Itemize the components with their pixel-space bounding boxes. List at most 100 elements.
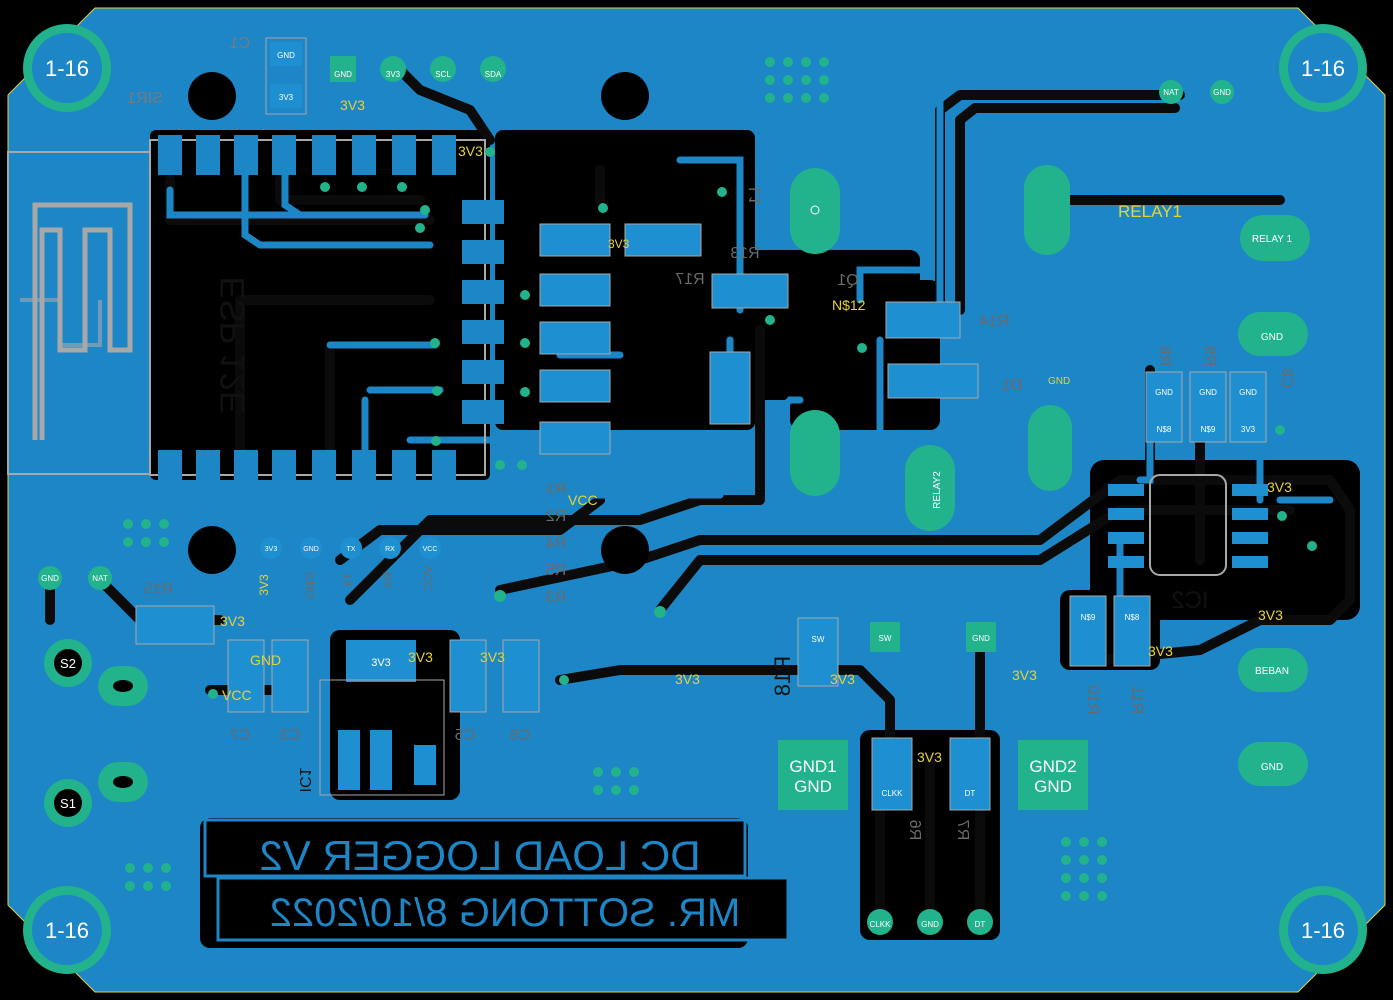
- r6-r7: [797, 617, 991, 811]
- svg-text:3V3: 3V3: [608, 237, 630, 251]
- right-resistor-text: GND N$8 GND N$9 GND 3V3 N$9 N$8: [1081, 388, 1257, 622]
- svg-text:C2: C2: [230, 727, 251, 744]
- right-resistors: [1069, 371, 1267, 667]
- svg-text:R2: R2: [546, 508, 567, 525]
- svg-text:GND: GND: [303, 546, 319, 553]
- svg-text:R3: R3: [546, 589, 567, 606]
- ic2: IC2: [1108, 474, 1268, 614]
- drill-holes: [188, 72, 649, 574]
- svg-text:C6: C6: [510, 727, 531, 744]
- svg-text:3V3: 3V3: [480, 649, 505, 665]
- resistor-column: [539, 223, 979, 455]
- svg-text:NAT: NAT: [92, 574, 108, 583]
- gnd-big-pads: GND1 GND GND2 GND: [778, 740, 1088, 810]
- svg-text:3V3: 3V3: [265, 546, 278, 553]
- svg-text:R5: R5: [546, 562, 567, 579]
- c1-pin: GND: [277, 51, 295, 60]
- svg-text:R11: R11: [1128, 686, 1145, 714]
- capacitor-c1: GND 3V3 C1: [230, 35, 307, 115]
- svg-text:GND: GND: [1261, 332, 1283, 343]
- svg-text:R10: R10: [1084, 685, 1101, 714]
- svg-text:N$9: N$9: [1081, 613, 1096, 622]
- svg-text:3V3: 3V3: [675, 671, 700, 687]
- ic1: 3V3 IC1: [296, 640, 445, 796]
- esp-module: ESP 12E SIR1: [127, 90, 504, 490]
- svg-text:GND: GND: [41, 574, 59, 583]
- svg-text:SW: SW: [812, 635, 825, 644]
- svg-text:RX: RX: [385, 546, 395, 553]
- sw-pads: SW GND: [870, 622, 996, 652]
- svg-text:GND: GND: [1155, 388, 1173, 397]
- uart-silk: 3V3 GND TX RX VCC: [257, 565, 435, 598]
- switch-label: S2: [60, 656, 76, 671]
- svg-text:R15: R15: [143, 581, 172, 598]
- board-title: DC LOAD LOGGER V2: [259, 832, 700, 879]
- svg-text:VCC: VCC: [421, 565, 435, 591]
- svg-text:SW: SW: [879, 634, 892, 643]
- svg-text:3V3: 3V3: [257, 574, 271, 596]
- svg-text:3V3: 3V3: [220, 613, 245, 629]
- c1-pin: 3V3: [279, 93, 294, 102]
- svg-text:DT: DT: [965, 789, 976, 798]
- svg-text:GND: GND: [303, 572, 317, 599]
- svg-text:GND: GND: [1261, 762, 1283, 773]
- r6-r7-text: CLKK DT SW: [812, 635, 976, 798]
- svg-text:TX: TX: [341, 572, 355, 587]
- mount-hole-tr: 1-16: [1279, 24, 1367, 112]
- svg-text:R9: R9: [1201, 346, 1218, 367]
- svg-text:3V3: 3V3: [458, 143, 483, 159]
- copper-traces: [166, 96, 1334, 704]
- svg-text:R4: R4: [546, 535, 567, 552]
- switch-label: S1: [60, 796, 76, 811]
- svg-text:R18: R18: [770, 656, 795, 696]
- svg-text:D1: D1: [1002, 377, 1023, 394]
- svg-text:R6: R6: [906, 820, 923, 841]
- relay1-pin2: RELAY 1: [1252, 234, 1293, 245]
- svg-text:VCC: VCC: [222, 687, 252, 703]
- svg-text:3V3: 3V3: [371, 657, 391, 669]
- svg-text:N$8: N$8: [1157, 425, 1172, 434]
- top-header-pin: GND: [334, 70, 352, 79]
- svg-text:C5: C5: [455, 727, 476, 744]
- antenna: [7, 151, 151, 475]
- svg-text:CLKK: CLKK: [882, 789, 904, 798]
- svg-text:DT: DT: [975, 920, 986, 929]
- svg-text:CLKK: CLKK: [870, 920, 892, 929]
- svg-text:R7: R7: [954, 820, 971, 841]
- svg-text:3V3: 3V3: [408, 649, 433, 665]
- svg-text:VCC: VCC: [568, 492, 598, 508]
- mount-hole-label: 1-16: [45, 918, 89, 943]
- board-author: MR. SOTTONG 8/10/2022: [270, 891, 741, 935]
- designators: R17 R13 L1 Q1 R14 D1 R15 C2 C3 C5 C6 R1 …: [143, 187, 1295, 840]
- svg-text:3V3: 3V3: [1012, 667, 1037, 683]
- c1-label: C1: [230, 35, 251, 52]
- top-header-pin: SCL: [435, 70, 451, 79]
- mount-hole-label: 1-16: [45, 56, 89, 81]
- mount-hole-label: 1-16: [1301, 918, 1345, 943]
- esp-module-ref: SIR1: [127, 90, 163, 107]
- svg-text:3V3: 3V3: [917, 749, 942, 765]
- svg-text:GND: GND: [1239, 388, 1257, 397]
- svg-text:GND: GND: [921, 920, 939, 929]
- esp-pads-side: [462, 200, 504, 424]
- mount-hole-tl: 1-16: [23, 24, 111, 112]
- svg-text:GND1: GND1: [789, 757, 836, 776]
- svg-text:GND: GND: [1213, 88, 1231, 97]
- svg-text:R14: R14: [979, 313, 1008, 330]
- svg-text:VCC: VCC: [423, 546, 438, 553]
- small-caps: [135, 605, 540, 713]
- title-block: DC LOAD LOGGER V2 MR. SOTTONG 8/10/2022: [203, 818, 790, 942]
- svg-text:GND: GND: [794, 777, 832, 796]
- power-in-pads: NAT GND GND NAT: [38, 80, 1234, 590]
- svg-text:RX: RX: [381, 572, 395, 589]
- beban-label: BEBAN: [1255, 666, 1289, 677]
- esp-module-name: ESP 12E: [214, 276, 252, 413]
- svg-text:N$9: N$9: [1201, 425, 1216, 434]
- svg-text:R13: R13: [730, 245, 759, 262]
- esp-pads-bottom: [158, 450, 456, 490]
- relay-pads: RELAY1 RELAY 1 RELAY2: [790, 165, 1310, 531]
- top-header: GND 3V3 SCL SDA: [330, 56, 506, 82]
- mount-hole-br: 1-16: [1279, 886, 1367, 974]
- svg-text:R8: R8: [1156, 346, 1173, 367]
- svg-text:GND: GND: [250, 652, 281, 668]
